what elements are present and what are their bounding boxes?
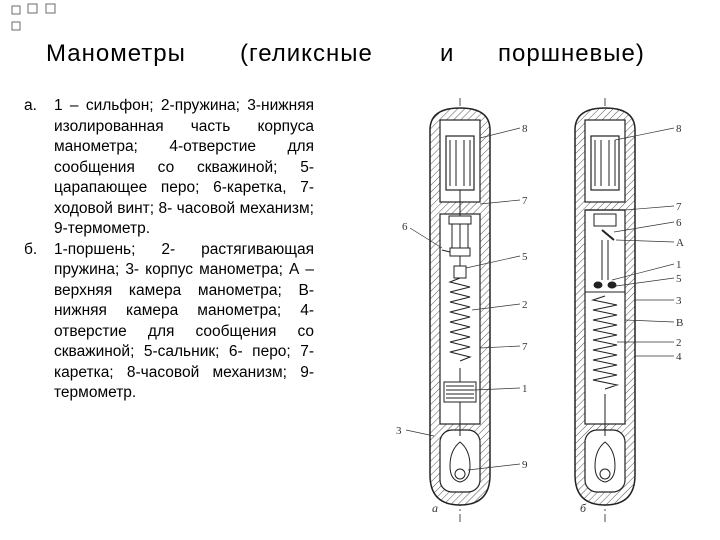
diagram-a-callout-8: 8: [522, 123, 528, 135]
item-marker: а.: [24, 97, 37, 114]
slide-title-word-4: поршневые): [498, 40, 645, 67]
diagram-a-callout-1: 1: [522, 383, 528, 395]
diagram-b-caption: б: [580, 501, 587, 515]
slide-title-word-1: Манометры: [46, 40, 186, 67]
diagram-a-callout-9: 9: [522, 459, 528, 471]
diagram-a-callout-7: 7: [522, 195, 528, 207]
description-item-b: б. 1-поршень; 2- растягивающая пружина; …: [24, 240, 314, 404]
diagram-b-callout-A: А: [676, 237, 684, 249]
diagram-a-caption: а: [432, 501, 438, 515]
diagram-b-drawing: [574, 98, 636, 524]
description-item-a: а. 1 – сильфон; 2-пружина; 3-нижняя изол…: [24, 96, 314, 240]
diagram-b-callout-B: В: [676, 317, 683, 329]
slide-title-word-3: и: [440, 40, 455, 67]
diagram-a-callout-6: 6: [402, 221, 408, 233]
item-text: 1-поршень; 2- растягивающая пружина; 3- …: [54, 240, 314, 402]
diagram-a-leader-lines: [405, 127, 521, 471]
diagram-b-callout-6: 6: [676, 217, 682, 229]
description-block: а. 1 – сильфон; 2-пружина; 3-нижняя изол…: [24, 96, 314, 404]
diagram-a-callout-2: 2: [522, 299, 528, 311]
item-text: 1 – сильфон; 2-пружина; 3-нижняя изолиро…: [54, 97, 314, 237]
slide-title-word-2: (геликсные: [240, 40, 373, 67]
diagram-a-drawing: [429, 98, 491, 524]
diagram-b-callout-8: 8: [676, 123, 682, 135]
diagram-b-callout-4: 4: [676, 351, 682, 363]
diagram-b-callout-7: 7: [676, 201, 682, 213]
manometer-diagrams: 8 7 5 2 7 1 9 6 3 а 8: [396, 98, 684, 524]
diagram-a-callout-3: 3: [396, 425, 402, 437]
diagram-b-callout-1: 1: [676, 259, 682, 271]
diagram-b-callout-3: 3: [676, 295, 682, 307]
diagram-a-callout-5: 5: [522, 251, 528, 263]
diagram-a-callout-7b: 7: [522, 341, 528, 353]
diagram-b-callout-5: 5: [676, 273, 682, 285]
diagram-b-callout-2: 2: [676, 337, 682, 349]
diagram-b-leader-lines: [611, 127, 675, 357]
item-marker: б.: [24, 240, 38, 258]
